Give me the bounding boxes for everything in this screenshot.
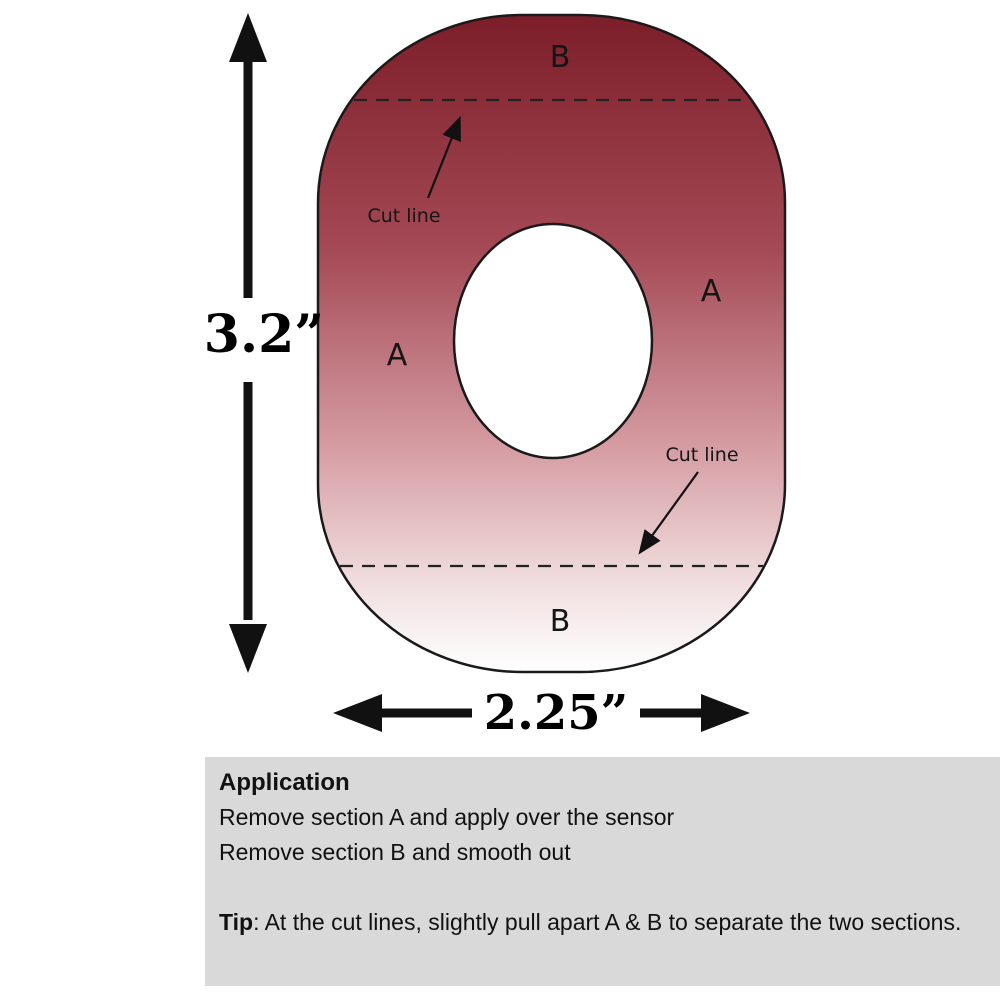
sensor-hole (452, 222, 654, 460)
patch-diagram: B A A B Cut line Cut line 3.2” 2.25” (204, 13, 787, 741)
application-title: Application (219, 769, 350, 796)
application-instructions-panel: Application Remove section A and apply o… (205, 757, 1000, 986)
section-a-left-label: A (387, 338, 408, 373)
instruction-line-1: Remove section A and apply over the sens… (219, 804, 675, 830)
instruction-spacer (219, 870, 984, 905)
width-measure-arrow: 2.25” (333, 685, 750, 741)
section-b-top-label: B (550, 40, 571, 75)
tip-text: : At the cut lines, slightly pull apart … (253, 909, 962, 935)
tip-line: Tip: At the cut lines, slightly pull apa… (219, 905, 984, 940)
cut-line-bottom-callout-label: Cut line (665, 444, 738, 466)
cut-line-top-callout-label: Cut line (367, 205, 440, 227)
width-measurement-label: 2.25” (484, 685, 629, 741)
tip-label: Tip (219, 909, 254, 935)
section-b-bottom-label: B (550, 604, 571, 639)
height-measure-arrow: 3.2” (204, 13, 324, 673)
cut-line-top-callout-arrow (426, 115, 461, 199)
instruction-line-2: Remove section B and smooth out (219, 839, 571, 865)
cut-line-bottom-callout-arrow (638, 471, 699, 555)
section-a-right-label: A (701, 274, 722, 309)
height-measurement-label: 3.2” (204, 304, 324, 365)
